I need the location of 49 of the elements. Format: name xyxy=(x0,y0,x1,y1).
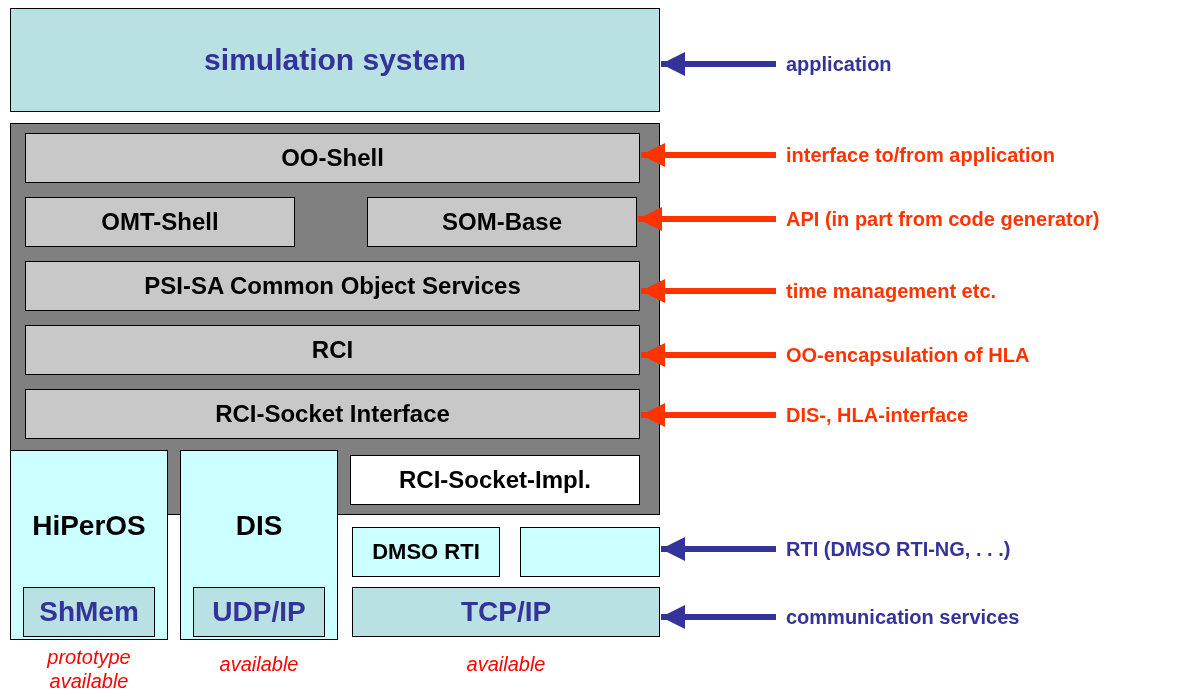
layer-box xyxy=(367,197,637,247)
middleware-frame xyxy=(10,123,660,515)
layer-box xyxy=(25,325,640,375)
stack-box xyxy=(10,450,168,640)
arrow xyxy=(661,537,776,561)
rti-box xyxy=(352,527,500,577)
box-label: ShMem xyxy=(38,595,140,629)
annotation-text: communication services xyxy=(786,605,1020,629)
box-label: simulation system xyxy=(203,42,467,78)
box-label: DMSO RTI xyxy=(371,538,481,566)
arrow xyxy=(641,143,776,167)
box-label: PSI-SA Common Object Services xyxy=(143,271,522,301)
rti-box xyxy=(520,527,660,577)
layer-box xyxy=(25,197,295,247)
arrow xyxy=(638,207,776,231)
box-label: OO-Shell xyxy=(280,143,385,173)
box-label: SOM-Base xyxy=(440,207,563,237)
arrow xyxy=(661,52,776,76)
box-label: DIS xyxy=(234,509,284,543)
annotation-text: application xyxy=(786,52,892,76)
protocol-box xyxy=(193,587,325,637)
protocol-box xyxy=(23,587,155,637)
annotation-text: time management etc. xyxy=(786,279,997,303)
arrow xyxy=(641,403,776,427)
box-label: RCI-Socket-Impl. xyxy=(398,465,592,495)
annotation-text: DIS-, HLA-interface xyxy=(786,403,969,427)
status-note: available xyxy=(218,652,300,676)
box-label: RCI xyxy=(310,335,355,365)
annotation-text: interface to/from application xyxy=(786,143,1055,167)
box-label: TCP/IP xyxy=(459,595,553,629)
box-label: RCI-Socket Interface xyxy=(214,399,451,429)
layer-box xyxy=(25,389,640,439)
annotation-text: API (in part from code generator) xyxy=(786,207,1100,231)
arrow xyxy=(641,279,776,303)
application-box xyxy=(10,8,660,112)
stack-box xyxy=(180,450,338,640)
arrow xyxy=(661,605,776,629)
layer-box xyxy=(350,455,640,505)
layer-box xyxy=(25,261,640,311)
status-note: prototype available xyxy=(46,645,132,693)
layer-box xyxy=(25,133,640,183)
annotation-text: RTI (DMSO RTI-NG, . . .) xyxy=(786,537,1011,561)
box-label: HiPerOS xyxy=(31,509,147,543)
box-label: OMT-Shell xyxy=(100,207,220,237)
box-label: UDP/IP xyxy=(211,595,307,629)
arrow xyxy=(641,343,776,367)
annotation-text: OO-encapsulation of HLA xyxy=(786,343,1030,367)
protocol-box xyxy=(352,587,660,637)
status-note: available xyxy=(465,652,547,676)
